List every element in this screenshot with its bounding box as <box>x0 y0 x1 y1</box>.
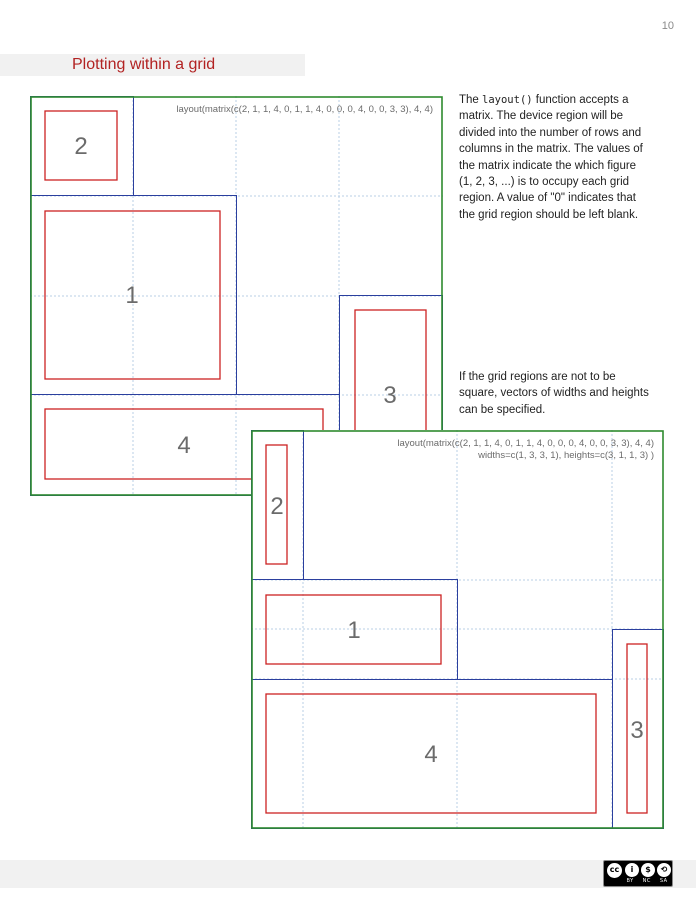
region-label-3: 3 <box>383 382 396 409</box>
region-label-4: 4 <box>177 432 190 459</box>
license-sa: SA <box>659 878 668 884</box>
paragraph-suffix: function accepts a matrix. The device re… <box>459 94 643 221</box>
region-label-2: 2 <box>270 493 283 520</box>
sharealike-icon: ⟲ <box>657 863 671 877</box>
region-label-4: 4 <box>424 741 437 768</box>
layout-figure-square-graphic: 1 2 3 4 <box>30 96 443 496</box>
paragraph-widths-heights: If the grid regions are not to be square… <box>459 371 649 416</box>
cc-license-badge: cc i $ ⟲ BY NC SA <box>603 860 673 887</box>
noncommercial-icon: $ <box>641 863 655 877</box>
footer-bar <box>0 860 696 888</box>
layout-call-label: layout(matrix(c(2, 1, 1, 4, 0, 1, 1, 4, … <box>176 104 433 115</box>
region-label-1: 1 <box>347 617 360 644</box>
region-label-3: 3 <box>630 717 643 744</box>
region-label-1: 1 <box>125 282 138 309</box>
license-nc: NC <box>642 878 651 884</box>
page-title: Plotting within a grid <box>72 56 216 73</box>
page-number: 10 <box>661 20 674 32</box>
paragraph-layout-description: The layout() function accepts a matrix. … <box>459 92 649 223</box>
cc-icon: cc <box>607 863 622 878</box>
layout-figure-square: 1 2 3 4 layout(matrix(c(2, 1, 1, 4, 0, 1… <box>30 96 443 496</box>
layout-call-widths-heights: widths=c(1, 3, 3, 1), heights=c(3, 1, 1,… <box>478 450 654 461</box>
attribution-icon: i <box>625 863 639 877</box>
cc-license-labels: BY NC SA <box>622 878 672 884</box>
title-bar: Plotting within a grid <box>0 54 305 76</box>
license-by: BY <box>626 878 634 884</box>
paragraph-prefix: The <box>459 94 483 106</box>
layout-call-label: layout(matrix(c(2, 1, 1, 4, 0, 1, 1, 4, … <box>397 438 654 449</box>
code-snippet: layout() <box>482 94 533 106</box>
region-label-2: 2 <box>74 133 87 160</box>
layout-figure-weighted-graphic: 1 2 3 4 <box>251 430 664 829</box>
layout-figure-weighted: 1 2 3 4 layout(matrix(c(2, 1, 1, 4, 0, 1… <box>251 430 664 829</box>
